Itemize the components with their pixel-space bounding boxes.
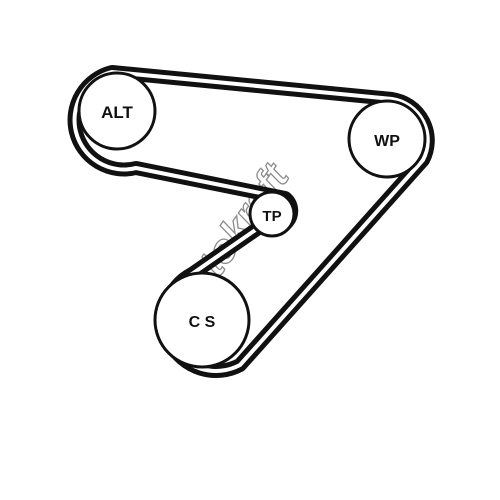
pulley-alt-circle — [77, 71, 157, 151]
pulley-wp-circle — [347, 99, 427, 179]
pulley-tp-label: TP — [262, 208, 281, 225]
pulley-water-pump: WP — [347, 99, 427, 179]
pulley-alternator: ALT — [77, 71, 157, 151]
pulley-crankshaft: C S — [153, 271, 251, 369]
pulley-cs-label: C S — [189, 314, 216, 331]
pulley-wp-label: WP — [374, 133, 400, 150]
pulley-cs-circle — [153, 271, 251, 369]
pulley-tensioner: TP — [248, 190, 296, 238]
pulley-alt-label: ALT — [101, 103, 133, 122]
pulley-tp-circle — [248, 190, 296, 238]
